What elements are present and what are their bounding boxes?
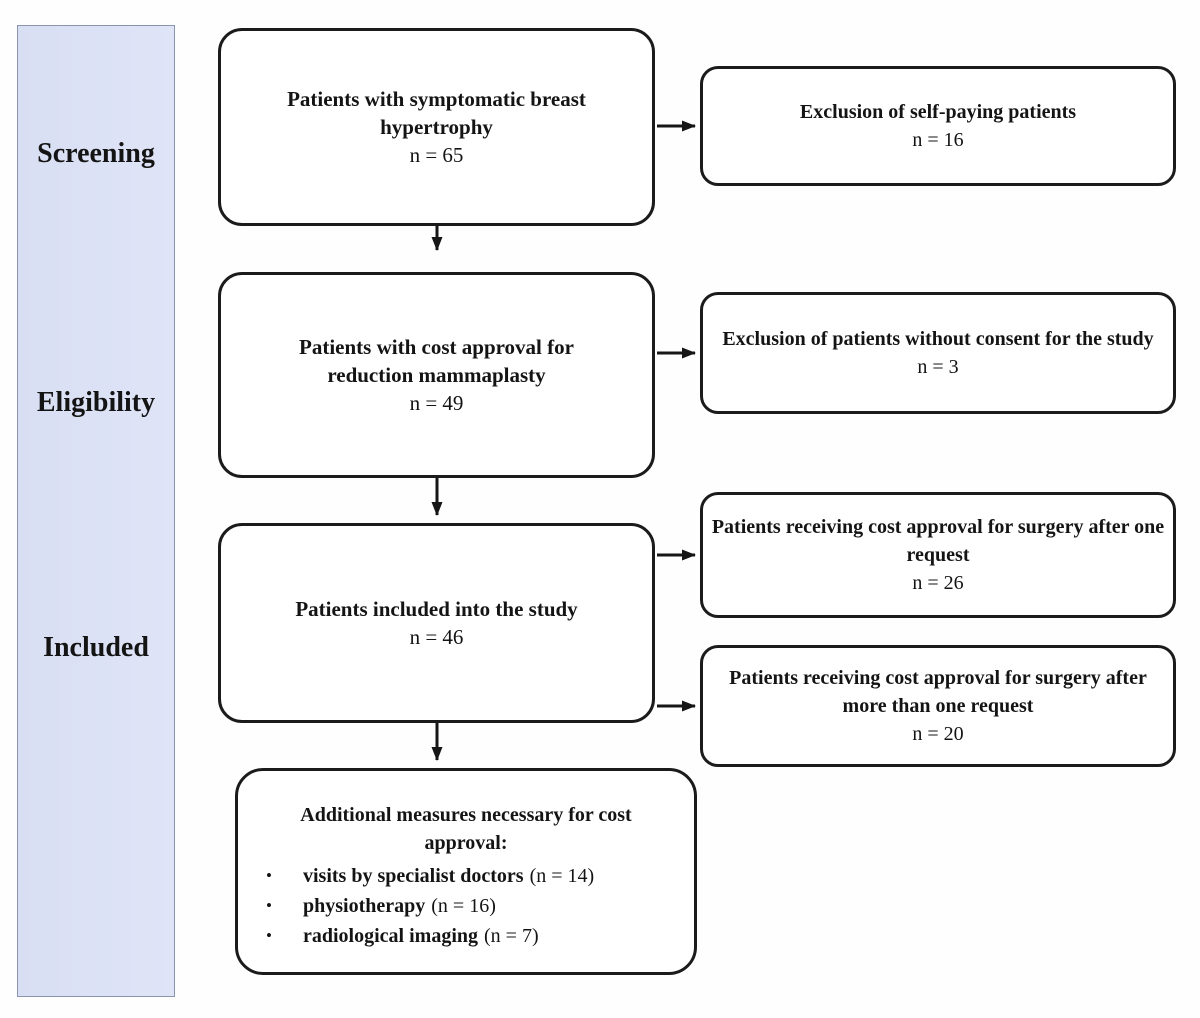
phase-sidebar: Screening Eligibility Included bbox=[17, 25, 175, 997]
box-count: n = 3 bbox=[917, 356, 959, 378]
measure-label: radiological imaging bbox=[303, 925, 478, 947]
phase-label-eligibility: Eligibility bbox=[36, 387, 156, 418]
measure-label: visits by specialist doctors bbox=[303, 865, 524, 887]
measures-list: • visits by specialist doctors(n = 14) •… bbox=[238, 861, 694, 951]
box-count: n = 20 bbox=[912, 723, 964, 745]
measure-count: (n = 7) bbox=[484, 925, 539, 947]
list-item: • radiological imaging (n = 7) bbox=[238, 921, 694, 951]
list-item-text: physiotherapy(n = 16) bbox=[303, 891, 496, 921]
bullet-icon: • bbox=[266, 896, 272, 915]
box-additional-measures: Additional measures necessary for cost a… bbox=[235, 768, 697, 975]
box-title: Additional measures necessary for cost a… bbox=[300, 804, 632, 854]
box-title: Exclusion of self-paying patients bbox=[799, 101, 1077, 123]
box-exclusion-self-paying: Exclusion of self-paying patients n = 16 bbox=[700, 66, 1176, 186]
bullet-icon: • bbox=[266, 926, 272, 945]
box-included-study: Patients included into the study n = 46 bbox=[218, 523, 655, 723]
list-item-text: visits by specialist doctors(n = 14) bbox=[303, 861, 594, 891]
list-item: • physiotherapy(n = 16) bbox=[238, 891, 694, 921]
box-title: Patients receiving cost approval for sur… bbox=[729, 667, 1147, 717]
box-title: Patients receiving cost approval for sur… bbox=[711, 516, 1165, 566]
box-count: n = 16 bbox=[912, 129, 964, 151]
box-approval-one-request: Patients receiving cost approval for sur… bbox=[700, 492, 1176, 618]
box-count: n = 46 bbox=[409, 625, 464, 649]
box-exclusion-no-consent: Exclusion of patients without consent fo… bbox=[700, 292, 1176, 414]
list-item: • visits by specialist doctors(n = 14) bbox=[238, 861, 694, 891]
box-title: Patients included into the study bbox=[295, 597, 578, 621]
measure-label: physiotherapy bbox=[303, 895, 426, 917]
measure-count: (n = 16) bbox=[431, 895, 496, 917]
measure-count: (n = 14) bbox=[529, 865, 595, 887]
box-title: Patients with symptomatic breast hypertr… bbox=[287, 87, 586, 139]
box-title: Patients with cost approval for reductio… bbox=[299, 335, 574, 387]
box-count: n = 65 bbox=[409, 143, 464, 167]
box-count: n = 26 bbox=[912, 572, 964, 594]
phase-label-screening: Screening bbox=[37, 138, 155, 169]
box-approval-multiple-requests: Patients receiving cost approval for sur… bbox=[700, 645, 1176, 767]
box-symptomatic-hypertrophy: Patients with symptomatic breast hypertr… bbox=[218, 28, 655, 226]
bullet-icon: • bbox=[266, 866, 272, 885]
box-cost-approval: Patients with cost approval for reductio… bbox=[218, 272, 655, 478]
phase-label-included: Included bbox=[43, 632, 149, 663]
list-item-text: radiological imaging (n = 7) bbox=[303, 921, 539, 951]
box-title: Exclusion of patients without consent fo… bbox=[722, 328, 1154, 350]
box-count: n = 49 bbox=[409, 391, 464, 415]
